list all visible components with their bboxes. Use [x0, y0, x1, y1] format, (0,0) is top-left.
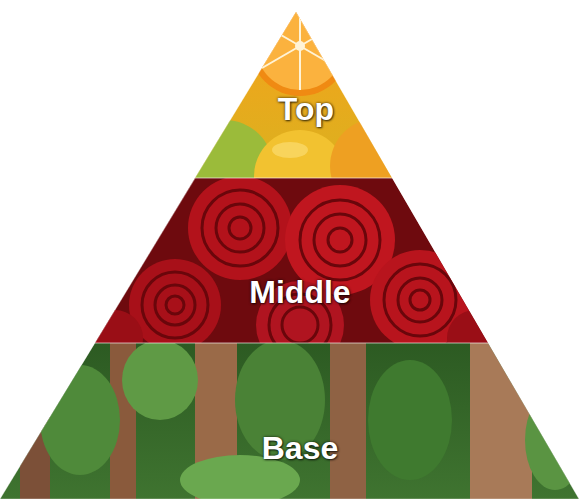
band-outline [195, 12, 392, 178]
orange-flesh [256, 2, 344, 90]
orange-peel [250, 0, 350, 96]
tree-trunk [330, 340, 366, 499]
band-label: Top [278, 92, 334, 127]
tree-foliage [40, 365, 120, 475]
base-band: Base [0, 343, 579, 499]
band-outline [0, 343, 579, 499]
band-label: Middle [249, 275, 350, 310]
rose-picture [87, 176, 503, 369]
tree-foliage [122, 340, 198, 420]
top-band: Top [195, 12, 392, 178]
orange-core [295, 41, 305, 51]
tree-foliage [368, 360, 452, 480]
band-label: Base [262, 431, 339, 466]
tree-trunk [20, 340, 50, 499]
rose-flower [188, 176, 292, 280]
band-outline [0, 343, 579, 499]
tree-foliage [525, 390, 579, 490]
band-outline [95, 178, 489, 343]
band-outline [95, 178, 489, 343]
middle-band: Middle [95, 178, 489, 343]
forest-picture [0, 340, 579, 499]
fruit-shine [272, 142, 308, 158]
orange-segments [262, 2, 338, 90]
